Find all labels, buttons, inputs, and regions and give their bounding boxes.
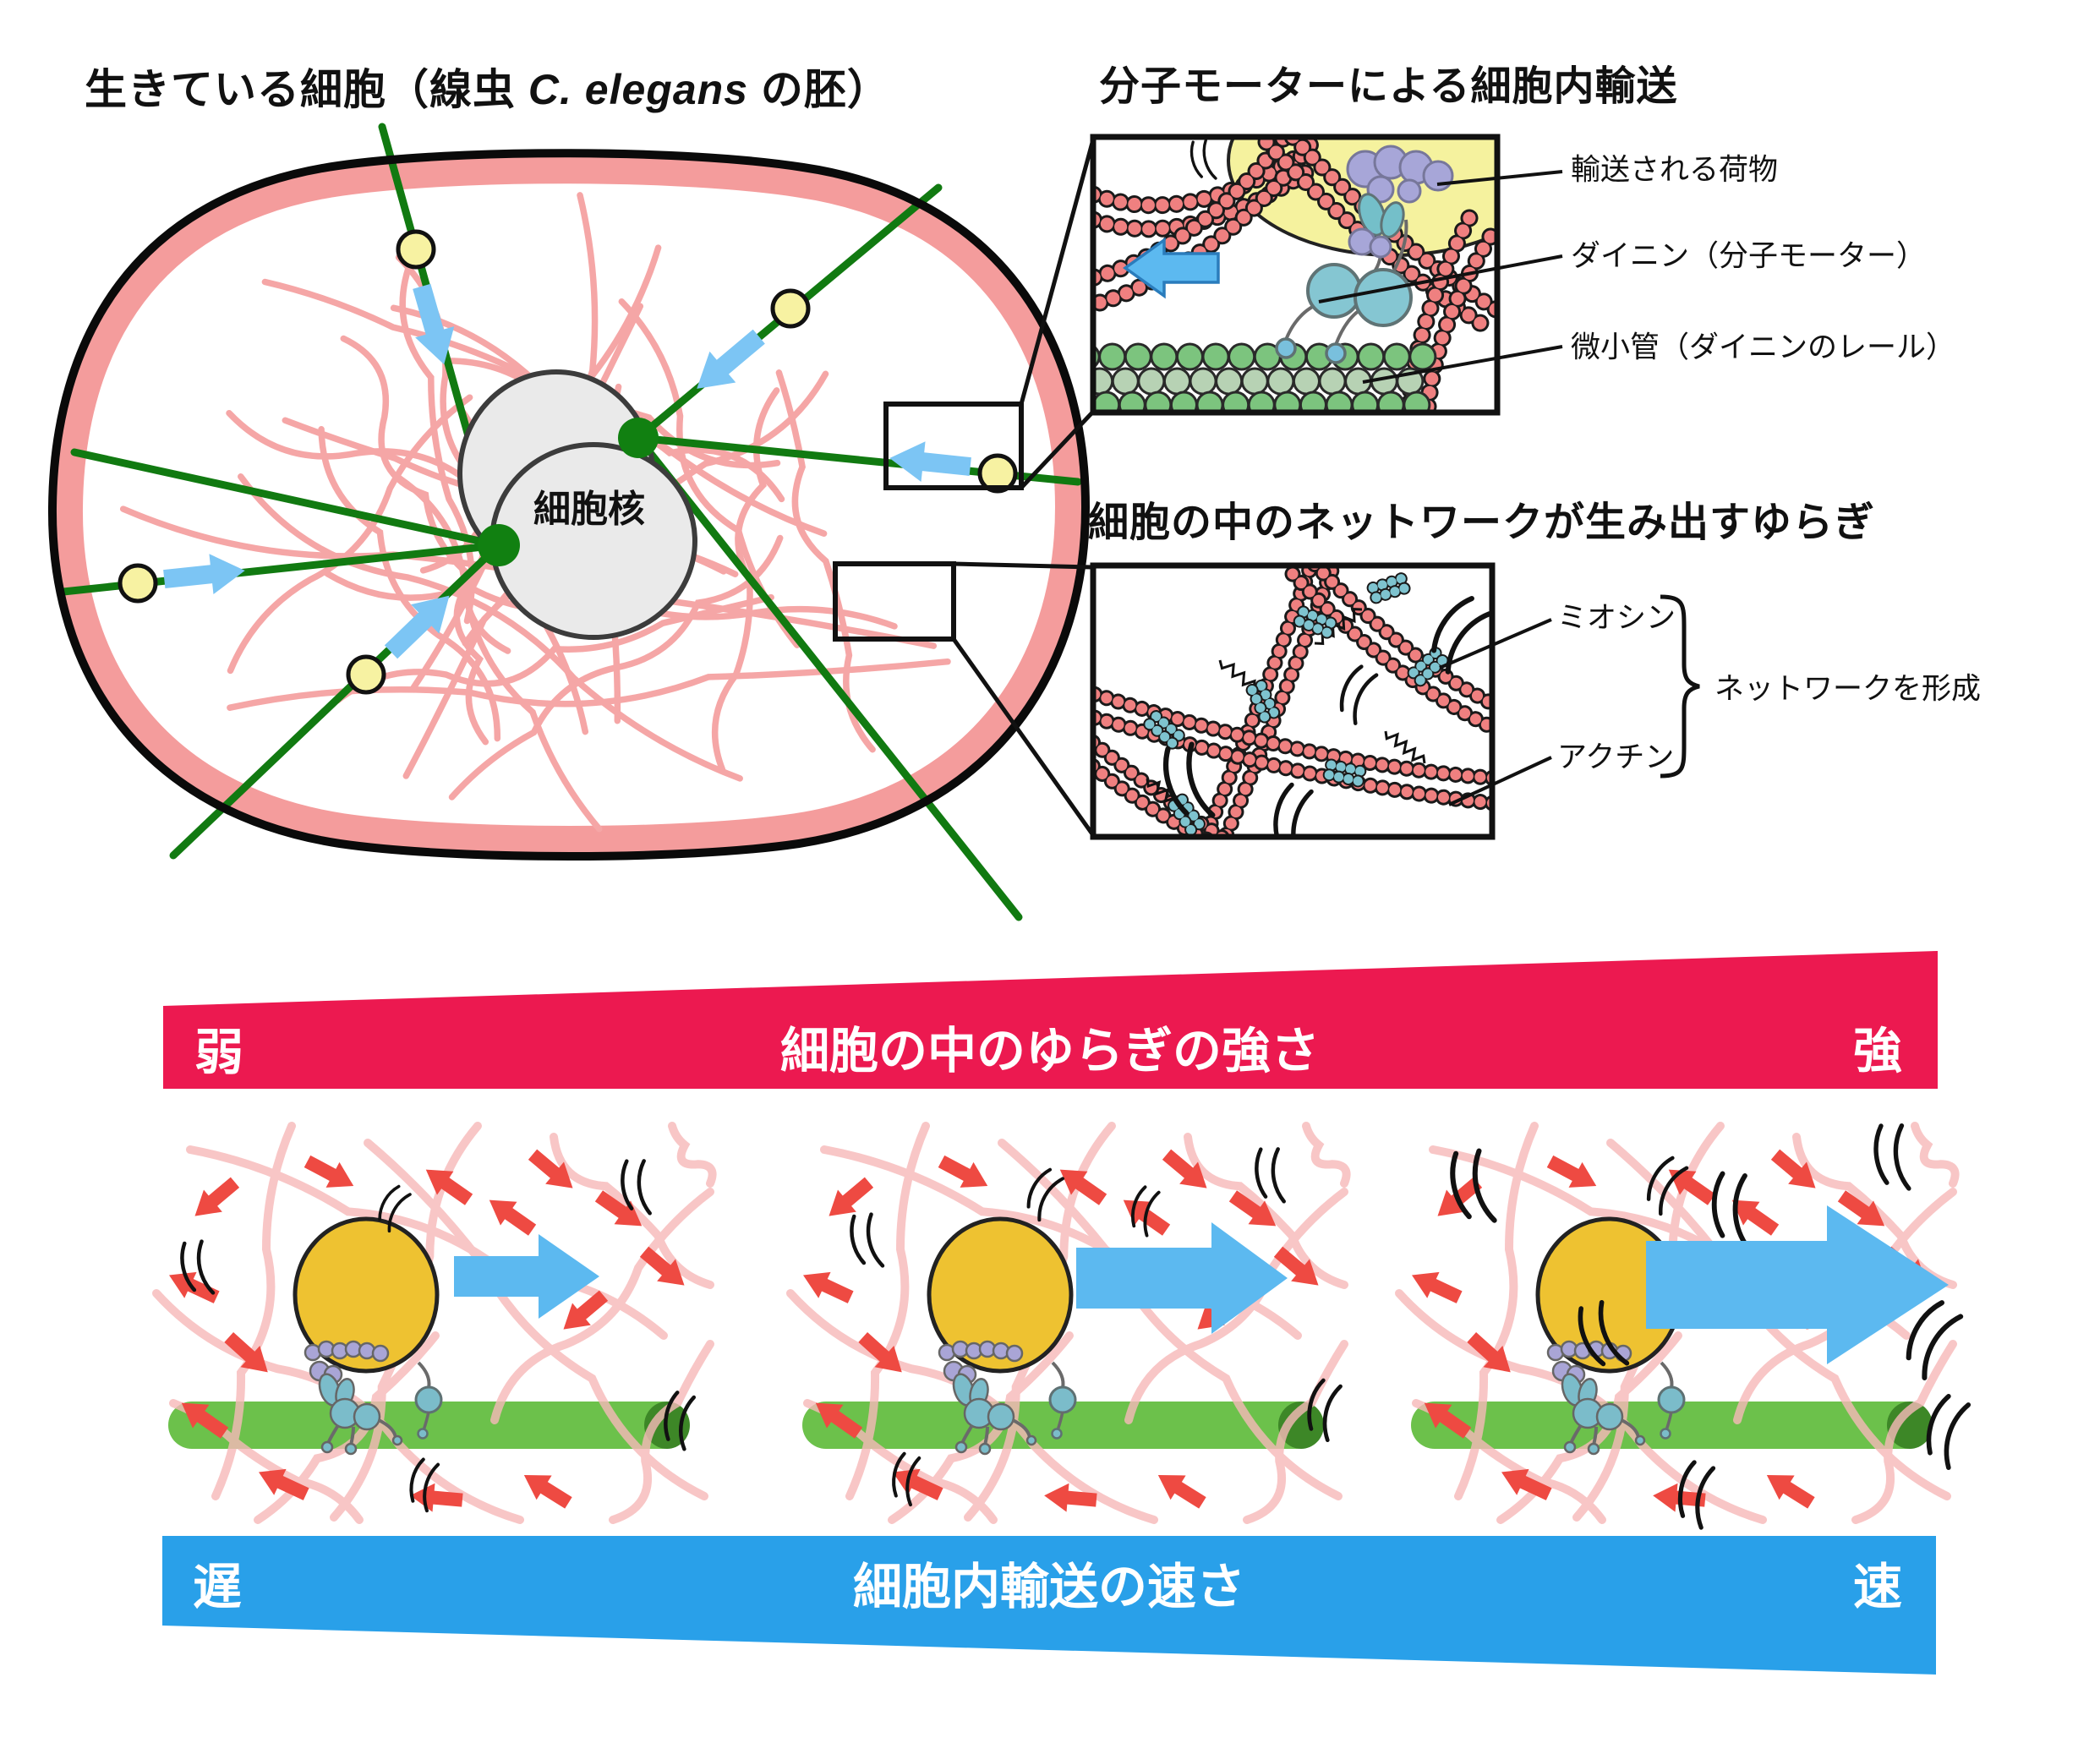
main-title-prefix: 生きている細胞（線虫	[85, 66, 528, 113]
cargo-and-arrows	[118, 229, 1018, 695]
microtubule-label: 微小管（ダイニンのレール）	[1571, 331, 1956, 364]
cargo-dot	[118, 563, 158, 604]
network-inset-panel	[1090, 562, 1496, 840]
transport-speed-arrow-large	[1646, 1205, 1949, 1364]
nucleus-label: 細胞核	[533, 489, 645, 530]
main-title-suffix: の胚）	[748, 66, 890, 113]
leader-lines	[1318, 170, 1563, 806]
actin-chains	[1093, 566, 1492, 837]
cargo-dot	[770, 288, 811, 329]
main-title: 生きている細胞（線虫 C. elegans の胚）	[85, 56, 890, 117]
transport-direction-arrow	[1122, 237, 1220, 299]
transport-banner-title: 細胞内輸送の速さ	[852, 1560, 1246, 1615]
panel-medium-overlay	[845, 1145, 1341, 1505]
actin-chains	[1093, 137, 1497, 413]
panel-medium	[790, 1126, 1347, 1520]
panel-weak	[156, 1126, 713, 1520]
main-title-species: C. elegans	[528, 66, 749, 113]
centrosome-dot	[618, 418, 659, 458]
fluctuation-weak-label: 弱	[194, 1025, 244, 1080]
transport-speed-arrow-small	[454, 1234, 599, 1319]
actin-label: アクチン	[1557, 740, 1675, 774]
zoom-connector-lines	[951, 139, 1096, 837]
cargo-dot	[346, 654, 386, 695]
transport-fast-label: 速	[1852, 1560, 1902, 1615]
myosin-clusters	[1143, 571, 1452, 837]
centrosome-dot	[478, 524, 520, 566]
dynein-label: ダイニン（分子モーター）	[1571, 239, 1927, 273]
network-brace-label: ネットワークを形成	[1714, 672, 1982, 706]
zoom-rect-motor	[883, 402, 1024, 490]
fluctuation-strong-label: 強	[1852, 1024, 1902, 1079]
transport-banner-shape	[162, 1536, 1936, 1675]
cargo-label: 輸送される荷物	[1571, 153, 1779, 187]
network-inset-title: 細胞の中のネットワークが生み出すゆらぎ	[1088, 500, 1876, 545]
cargo-dot	[396, 229, 436, 270]
cargo-dot	[977, 453, 1018, 494]
motor-inset-panel	[1090, 134, 1501, 416]
panel-weak-overlay	[176, 1157, 694, 1511]
zoom-rect-network	[833, 561, 956, 642]
fluctuation-banner-title: 細胞の中のゆらぎの強さ	[779, 1024, 1321, 1079]
motor-inset-title: 分子モーターによる細胞内輸送	[1099, 64, 1678, 109]
transport-speed-arrow-medium	[1076, 1222, 1288, 1334]
dynein-motor	[1275, 145, 1454, 364]
fluctuation-banner-shape	[163, 951, 1938, 1089]
transport-slow-label: 遅	[193, 1560, 243, 1615]
myosin-label: ミオシン	[1557, 601, 1676, 635]
network-brace	[1660, 594, 1700, 779]
cell-diagram	[52, 123, 1096, 921]
panel-strong-overlay	[1444, 1122, 1969, 1528]
